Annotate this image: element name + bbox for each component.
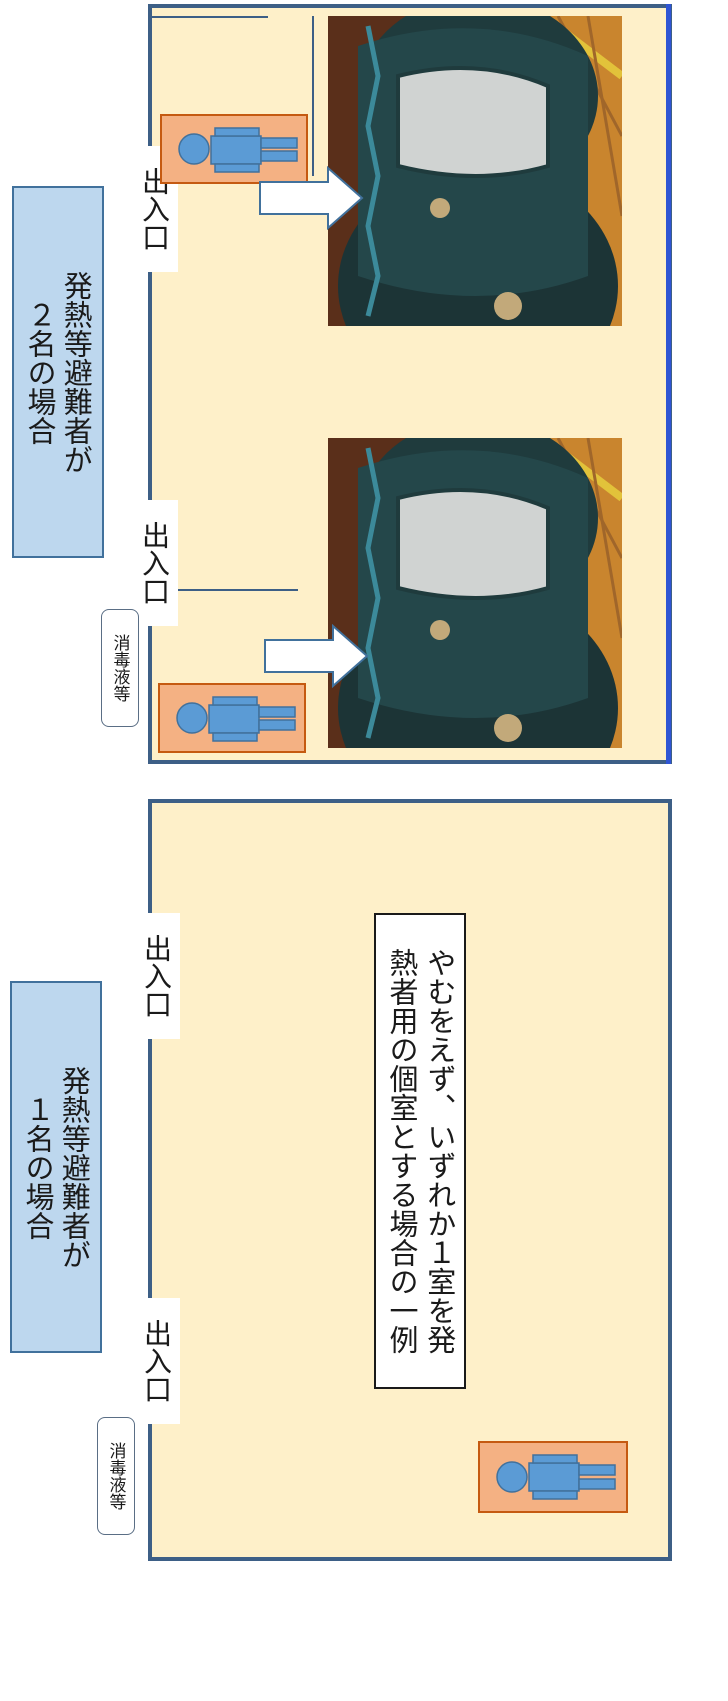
lower-note: やむをえず、いずれか１室を発 熱者用の個室とする場合の一例 [382, 948, 457, 1354]
person-icon [496, 1454, 616, 1500]
lower-title-line1: 発熱等避難者が [57, 1065, 92, 1269]
upper-title-box: 発熱等避難者が ２名の場合 [12, 186, 104, 558]
lower-disinfectant-label: 消毒液等 [97, 1417, 135, 1535]
upper-person-mat [160, 114, 308, 184]
upper-disinfectant-label: 消毒液等 [101, 609, 139, 727]
upper-entry-arrow [264, 624, 369, 688]
upper-title-line1: 発熱等避難者が [59, 270, 94, 474]
lower-title-line2: １名の場合 [21, 1094, 55, 1240]
person-icon [176, 696, 296, 742]
lower-note-line2: 熱者用の個室とする場合の一例 [385, 948, 419, 1354]
lower-door-label: 出入口 [132, 1298, 180, 1424]
upper-door-label: 出入口 [130, 500, 178, 626]
upper-title: 発熱等避難者が ２名の場合 [22, 271, 95, 474]
lower-title-box: 発熱等避難者が １名の場合 [10, 981, 102, 1353]
upper-entry-arrow [259, 166, 364, 230]
upper-tent-photo [328, 16, 622, 326]
upper-partition-line [152, 16, 268, 18]
lower-note-box: やむをえず、いずれか１室を発 熱者用の個室とする場合の一例 [374, 913, 466, 1389]
lower-note-line1: やむをえず、いずれか１室を発 [422, 948, 457, 1354]
upper-partition-line [312, 16, 314, 176]
upper-room-edge [666, 4, 671, 764]
upper-title-line2: ２名の場合 [23, 299, 57, 445]
upper-person-mat [158, 683, 306, 753]
person-icon [178, 127, 298, 173]
upper-tent-photo [328, 438, 622, 748]
lower-person-mat [478, 1441, 628, 1513]
lower-title: 発熱等避難者が １名の場合 [20, 1066, 93, 1269]
lower-door-label: 出入口 [132, 913, 180, 1039]
upper-partition-line [178, 589, 298, 591]
